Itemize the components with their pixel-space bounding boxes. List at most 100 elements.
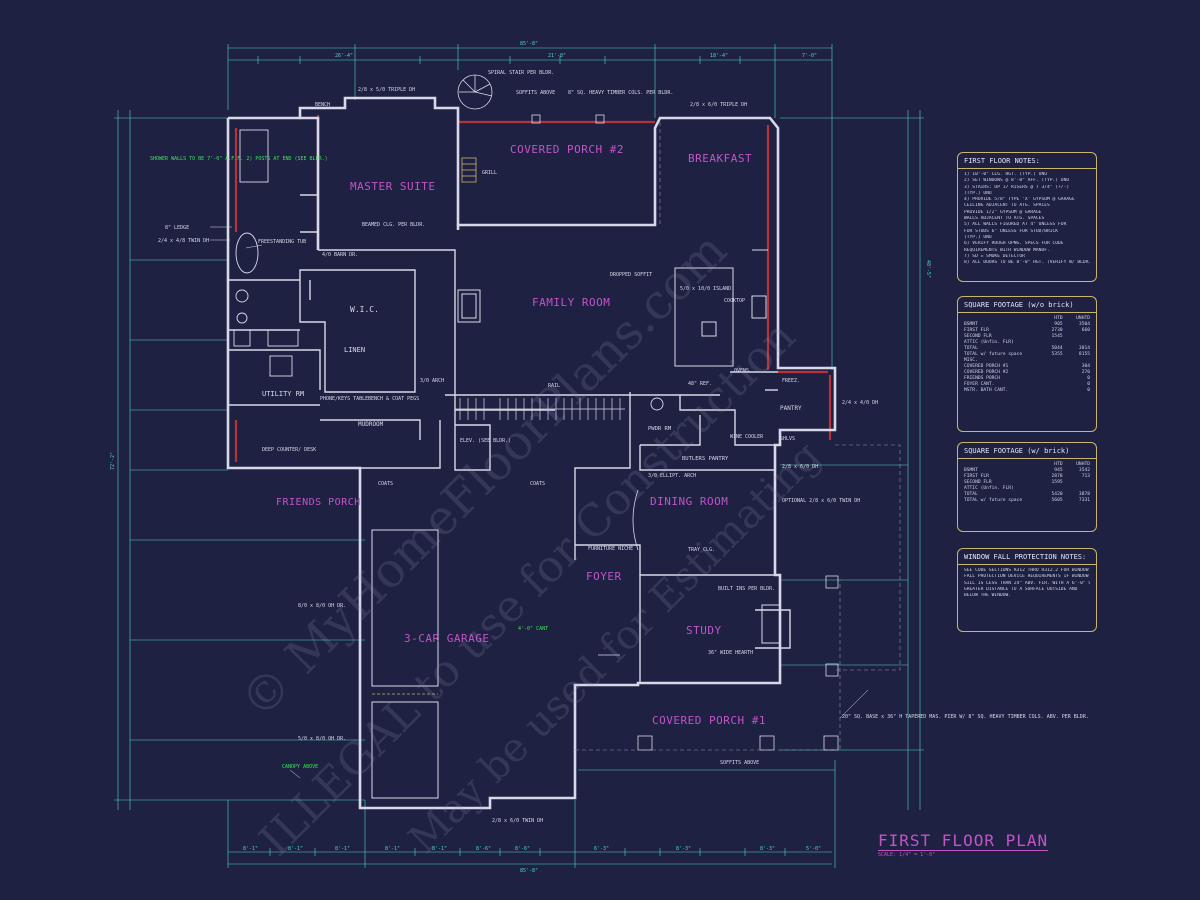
dim-bottom-seg-9: 8'-3"	[676, 846, 691, 852]
sqft-cell-v2: 0	[1087, 382, 1090, 387]
dim-top-seg-2: 21'-8"	[548, 53, 566, 59]
note-triple-dh-top: 2/8 x 5/0 TRIPLE DH	[358, 87, 415, 93]
sqft-header-row: HTD UNHTD	[964, 462, 1090, 468]
room-label-elev: ELEV. (SEE BLDR.)	[460, 438, 511, 444]
sqft-row: MISC.	[964, 358, 1090, 364]
col-unhtd: UNHTD	[1076, 316, 1090, 321]
sqft-cell-k: BSMNT	[964, 322, 978, 327]
sqft-cell-v1: 1595	[1051, 480, 1063, 485]
note-soffits: SOFFITS ABOVE	[516, 90, 555, 96]
note-barn-dr: 4/0 BARN DR.	[322, 252, 358, 258]
room-label-foyer: FOYER	[586, 570, 622, 583]
dim-bottom-seg-1: 8'-1"	[243, 846, 258, 852]
note-cooktop: COOKTOP	[724, 298, 745, 304]
note-study-hearth: 36" WIDE HEARTH	[708, 650, 753, 656]
sqft-cell-v1: 5355	[1051, 352, 1063, 357]
note-line: 8) ALL DOORS TO BE 8'-0" HGT. (VERIFY W/…	[964, 260, 1090, 266]
note-spiral-stair: SPIRAL STAIR PER BLDR.	[488, 70, 554, 76]
first-floor-notes-panel: FIRST FLOOR NOTES: 1) 10'-0" CLG. HGT. (…	[957, 152, 1097, 282]
sqft-cell-k: FOYER CANT.	[964, 382, 995, 387]
note-heavy-timber: 8" SQ. HEAVY TIMBER COLS. PER BLDR.	[568, 90, 673, 96]
note-shower-walls: SHOWER WALLS TO BE 7'-0" A.F.F. 2) POSTS…	[150, 156, 328, 162]
note-ellipt-arch: 3/0 ELLIPT. ARCH	[648, 473, 696, 479]
dim-bottom-seg-3: 8'-1"	[335, 846, 350, 852]
leader-lines	[210, 226, 869, 779]
note-line: (TYP.) UNO	[964, 234, 992, 240]
note-wine-cooler: WINE COOLER	[730, 434, 764, 440]
note-ovens: OVENS	[734, 368, 749, 374]
room-label-wic: W.I.C.	[350, 305, 379, 314]
sqft-cell-k: ATTIC (Unfin. FLR)	[964, 486, 1014, 491]
sqft-cell-v2: 8155	[1078, 352, 1090, 357]
sqft-cell-k: SECOND FLR	[964, 334, 992, 339]
col-htd: HTD	[1054, 316, 1063, 321]
col-unhtd: UNHTD	[1076, 462, 1090, 467]
note-beamed-clg: BEAMED CLG. PER BLDR.	[362, 222, 425, 228]
room-label-powder: PWDR RM	[648, 426, 672, 432]
sqft-cell-k: SECOND FLR	[964, 480, 992, 485]
garage	[371, 529, 439, 799]
note-canopy: CANOPY ABOVE	[282, 764, 318, 770]
dim-bottom-seg-5: 8'-1"	[432, 846, 447, 852]
sqft-cell-v1	[1035, 388, 1062, 394]
sqft-header-row: HTD UNHTD	[964, 316, 1090, 322]
exterior-walls	[226, 96, 837, 810]
note-rail: RAIL	[548, 383, 560, 389]
dim-right-overall: 48'-5"	[925, 260, 931, 278]
dim-overall-top: 85'-8"	[520, 41, 538, 47]
window-fall-title: WINDOW FALL PROTECTION NOTES:	[958, 553, 1096, 565]
col-htd: HTD	[1054, 462, 1063, 467]
fireplace	[457, 289, 781, 644]
sqft-cell-k: BSMNT	[964, 468, 978, 473]
dim-bottom-seg-4: 8'-1"	[385, 846, 400, 852]
note-grill: GRILL	[482, 170, 497, 176]
sqft-cell-v1: 2730	[1051, 328, 1063, 333]
dim-bottom-seg-11: 5'-0"	[806, 846, 821, 852]
plan-title: FIRST FLOOR PLAN	[878, 831, 1049, 851]
sqft-cell-v1: 2878	[1051, 474, 1063, 479]
dim-bottom-seg-2: 8'-1"	[288, 846, 303, 852]
note-garage-door-1: 8/0 x 8/0 OH DR.	[298, 603, 346, 609]
note-line: 3) STAIRS: UP 17 RISERS @ 7 3/4" (+/-)	[964, 184, 1070, 190]
note-arch: 3/0 ARCH	[420, 378, 444, 384]
dim-bottom-seg-7: 8'-6"	[515, 846, 530, 852]
note-line: WALLS ADJACENT TO ATG. SPACES	[964, 216, 1045, 222]
sqft-row: SECOND FLR 1595	[964, 480, 1090, 486]
sqft-cell-v1: 5605	[1051, 498, 1063, 503]
sqft-cell-v2: 660	[1081, 328, 1090, 333]
note-line: FOR STUDS 6" UNLESS FOR STUD/BRICK	[964, 228, 1059, 234]
kitchen	[674, 249, 768, 367]
dim-bottom-seg-8: 6'-3"	[594, 846, 609, 852]
note-triple-dh-right: 2/8 x 6/0 TRIPLE DH	[690, 102, 747, 108]
sqft-cell-k: TOTAL	[964, 492, 978, 497]
dim-left-overall: 72'-2"	[110, 452, 116, 470]
room-label-mudroom: MUDROOM	[358, 421, 384, 428]
sqft-row: ATTIC (Unfin. FLR)	[964, 340, 1090, 346]
note-line: SILL IS LESS THAN 24" ABV. FLR. WITH A 6…	[964, 580, 1090, 586]
note-built-ins: BUILT INS PER BLDR.	[718, 586, 775, 592]
note-coats-left: COATS	[378, 481, 393, 487]
note-freez: FREEZ.	[782, 378, 800, 384]
dim-top-seg-4: 7'-0"	[802, 53, 817, 59]
note-furniture-niche: FURNITURE NICHE	[588, 546, 633, 552]
note-tray-clg: TRAY CLG.	[688, 547, 715, 553]
note-ref: 48" REF.	[688, 381, 712, 387]
plan-scale: SCALE: 1/4" = 1'-0"	[878, 852, 936, 858]
sqft-cell-k: TOTAL w/ future space	[964, 498, 1023, 503]
sqft-cell-v2: 7331	[1078, 498, 1090, 503]
note-optional-twin: OPTIONAL 2/8 x 6/0 TWIN DH	[782, 498, 860, 504]
sqft-row: ATTIC (Unfin. FLR)	[964, 486, 1090, 492]
sqft-cell-k: COVERED PORCH #1	[964, 364, 1009, 369]
note-line: REQUIREMENTS WITH WINDOW MANUF.	[964, 247, 1050, 253]
sqft-cell-k: FRIENDS PORCH	[964, 376, 1000, 381]
sqft-cell-v2: 0	[1087, 388, 1090, 393]
sqft-row: TOTAL w/ future space 5605 7331	[964, 498, 1090, 504]
room-label-friends-porch: FRIENDS PORCH	[276, 497, 361, 508]
